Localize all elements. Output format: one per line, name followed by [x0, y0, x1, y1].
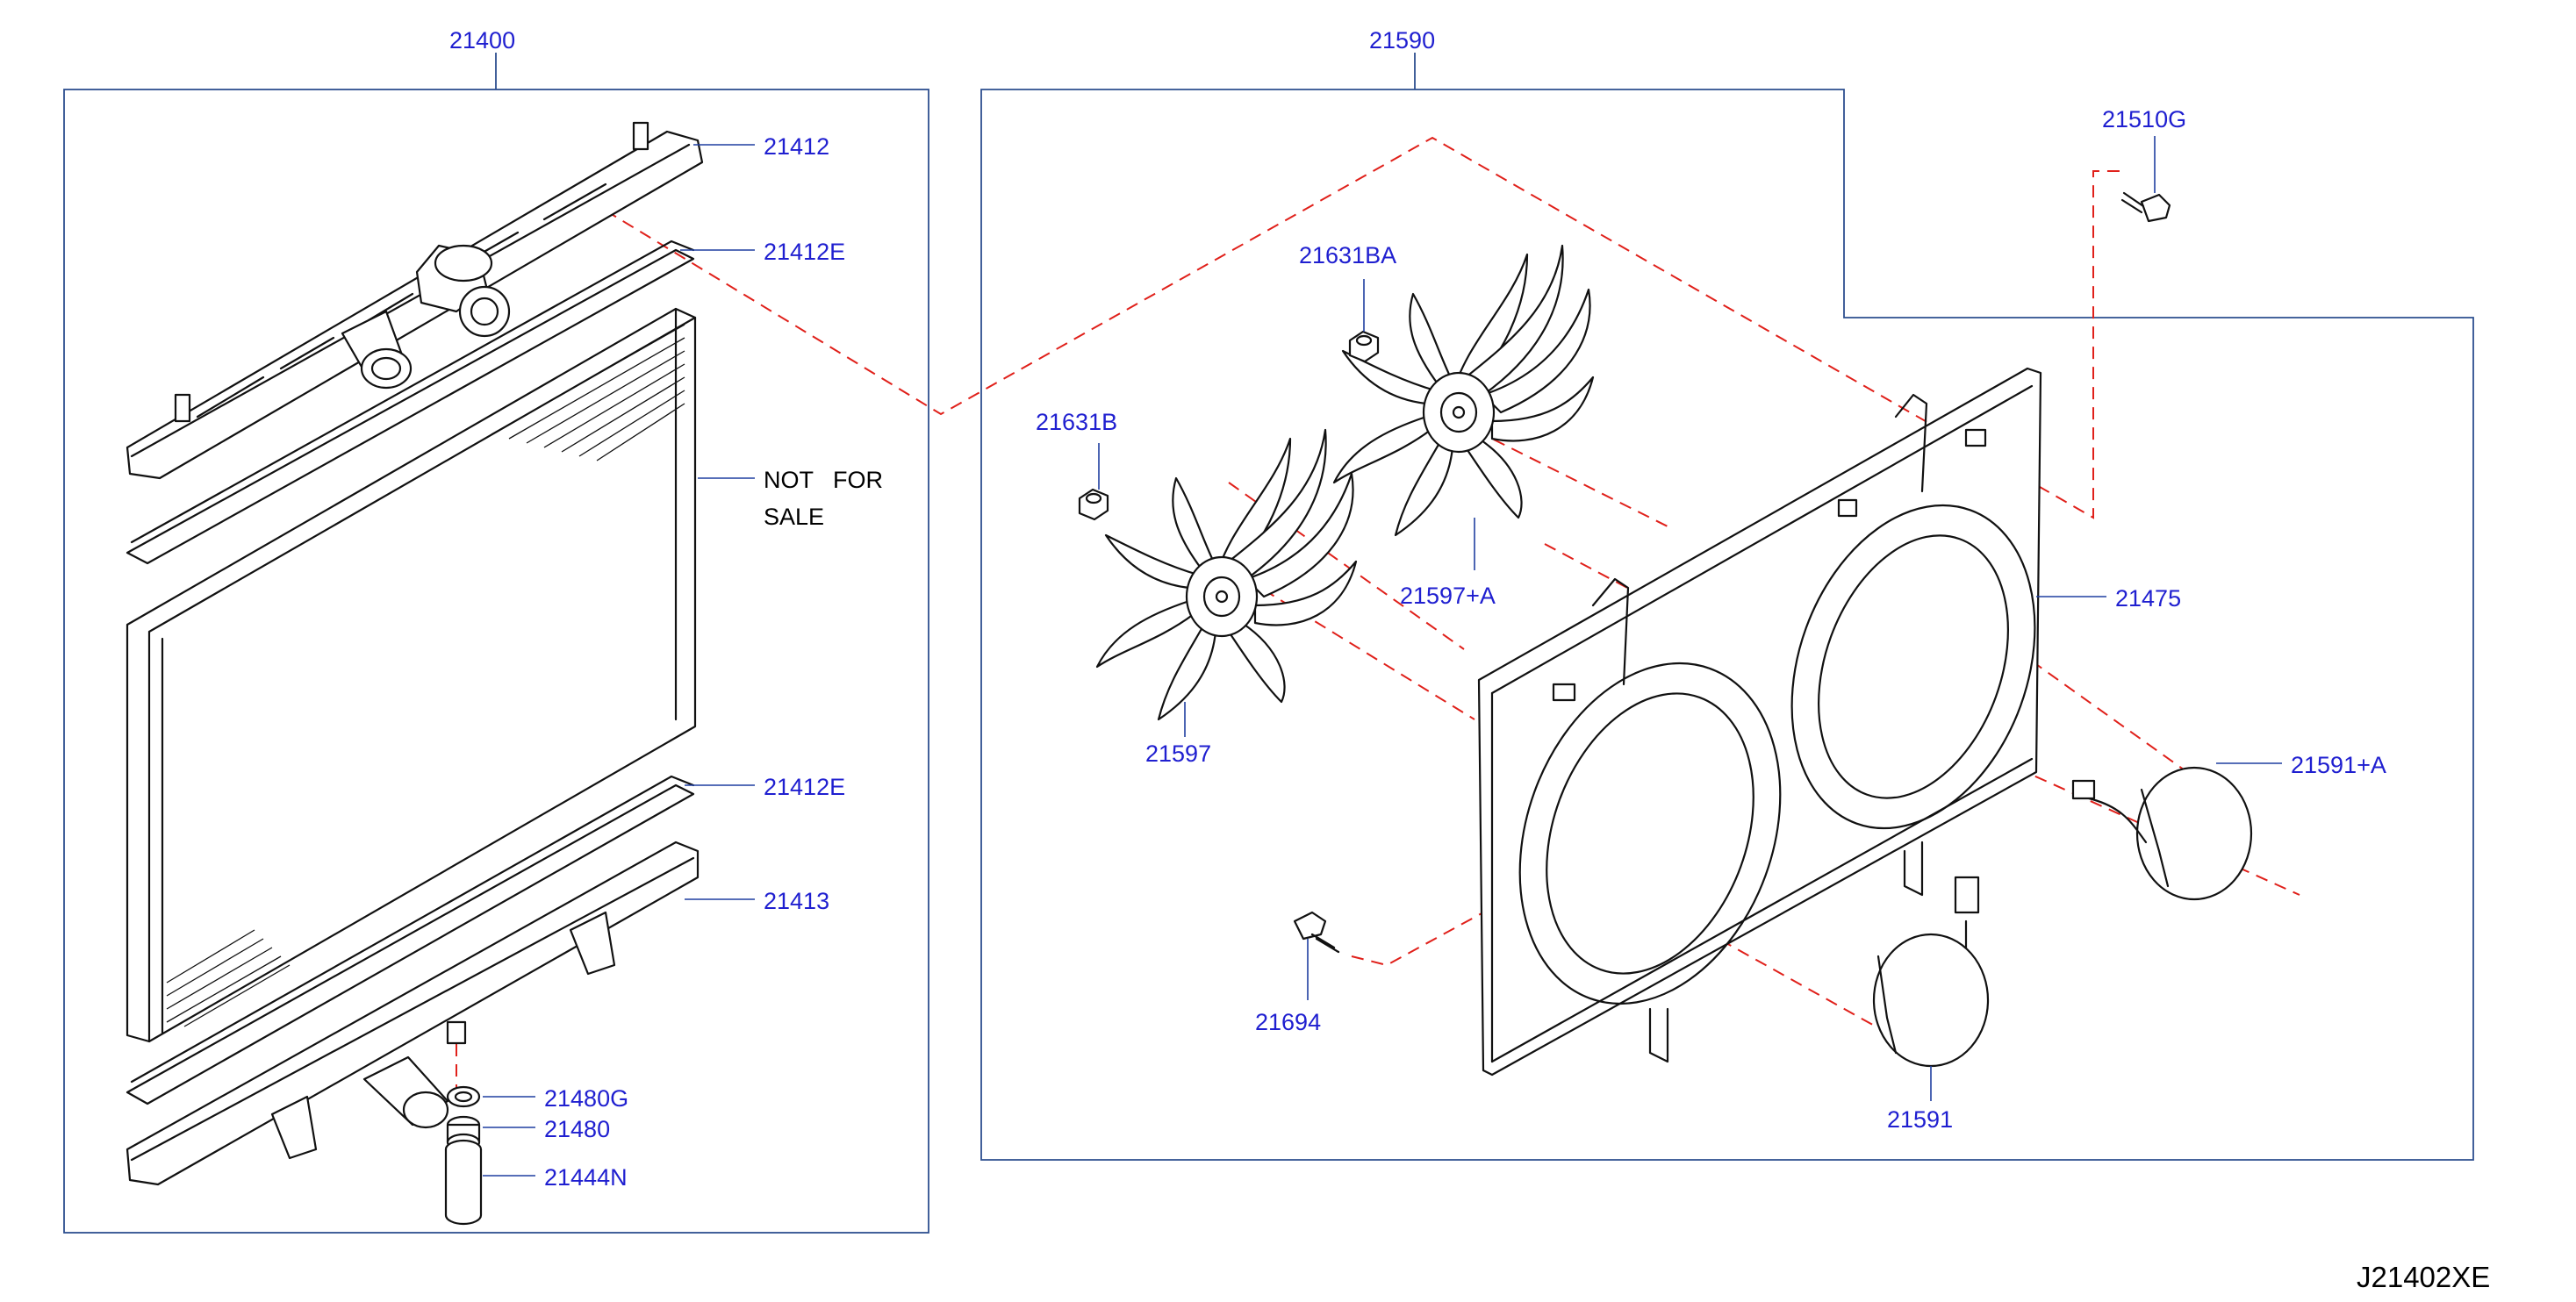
lower-seal	[126, 775, 695, 1105]
label-core-note: NOT FOR	[764, 467, 883, 493]
fan-blade-right	[1332, 244, 1595, 537]
fan-nut-right	[1348, 330, 1380, 363]
label-drain-hose: 21444N	[544, 1164, 628, 1191]
label-fan-left: 21597	[1145, 740, 1211, 767]
fan-group-frame	[980, 53, 2474, 1161]
radiator-core	[126, 307, 697, 1043]
shroud-bolt	[1293, 911, 1340, 954]
label-nut-right: 21631BA	[1299, 242, 1396, 268]
label-drain-washer: 21480G	[544, 1085, 628, 1112]
upper-tank	[126, 121, 704, 480]
label-motor-right: 21591+A	[2291, 752, 2386, 778]
label-shroud: 21475	[2115, 585, 2181, 612]
label-fan-right: 21597+A	[1400, 583, 1496, 609]
label-radiator-assembly: 21400	[449, 27, 515, 54]
leader-lines	[483, 136, 2282, 1177]
label-nut-left: 21631B	[1036, 409, 1117, 435]
core-fins-top	[491, 324, 685, 461]
label-lower-seal: 21412E	[764, 774, 845, 800]
core-fins-bottom	[166, 929, 291, 1027]
radiator-group-frame	[63, 53, 929, 1234]
top-bolt	[2120, 191, 2171, 223]
label-shroud-bolt: 21694	[1255, 1009, 1321, 1035]
label-fan-assembly: 21590	[1369, 27, 1435, 54]
drain-washer	[446, 1085, 481, 1108]
fan-nut-left	[1078, 488, 1109, 521]
label-lower-tank: 21413	[764, 888, 829, 914]
label-drain-plug: 21480	[544, 1116, 610, 1142]
diagram-code: J21402XE	[2357, 1261, 2490, 1293]
fan-blade-left	[1095, 428, 1358, 721]
callout-labels: 21400 21590 21412 21412E NOT FOR SALE 21…	[449, 27, 2490, 1293]
label-bolt-top: 21510G	[2102, 106, 2186, 132]
label-upper-tank: 21412	[764, 133, 829, 160]
label-motor-left: 21591	[1887, 1106, 1953, 1133]
label-upper-seal: 21412E	[764, 239, 845, 265]
fan-shroud	[1477, 367, 2042, 1077]
lower-tank	[126, 841, 700, 1186]
drain-hose	[444, 1139, 483, 1226]
upper-seal	[126, 240, 695, 565]
label-core-note-2: SALE	[764, 504, 824, 530]
fan-motor-left	[1872, 876, 1990, 1068]
fan-motor-right	[2071, 766, 2253, 901]
